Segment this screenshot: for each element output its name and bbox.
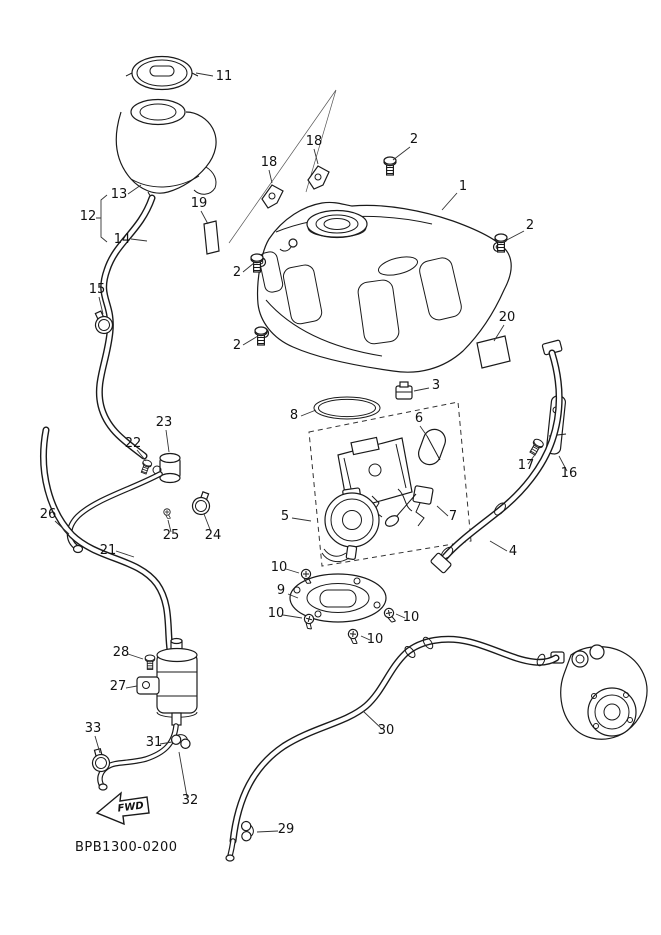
callout: 1 <box>459 179 467 194</box>
callout: 9 <box>277 583 285 598</box>
callout: 10 <box>271 560 288 575</box>
callout: 13 <box>111 187 128 202</box>
callout: 22 <box>125 436 142 451</box>
hose-clamp-24 <box>189 489 215 518</box>
callout: 10 <box>403 610 420 625</box>
filter-bracket <box>136 676 160 695</box>
callout: 23 <box>156 415 173 430</box>
callout: 19 <box>191 196 208 211</box>
fuel-hose-right <box>430 339 563 574</box>
fuel-filler-cap <box>125 55 199 91</box>
callout: 20 <box>499 310 516 325</box>
callout: 31 <box>146 735 163 750</box>
callout: 12 <box>80 209 97 224</box>
callout: 11 <box>216 69 233 84</box>
breather-hose-upper <box>95 194 156 460</box>
callout: 5 <box>281 509 289 524</box>
callout: 3 <box>432 378 440 393</box>
joint-bolt <box>138 458 153 476</box>
fuel-tank <box>255 201 512 373</box>
pump-mount-plate <box>289 573 387 623</box>
callout: 14 <box>114 232 131 247</box>
callout: 2 <box>526 218 534 233</box>
callout: 4 <box>509 544 517 559</box>
callout: 2 <box>410 132 418 147</box>
callout: 33 <box>85 721 102 736</box>
filler-neck-housing <box>115 98 217 201</box>
caution-label <box>476 335 511 369</box>
spacer-plate <box>203 220 220 255</box>
callout-labels: 11 13 12 14 19 18 18 2 1 2 2 2 15 20 3 8… <box>40 69 578 837</box>
callout: 30 <box>378 723 395 738</box>
callout: 32 <box>182 793 199 808</box>
plate-screw <box>346 628 359 645</box>
callout: 17 <box>518 458 535 473</box>
callout: 8 <box>290 408 298 423</box>
vent-hoses <box>40 426 174 654</box>
callout: 16 <box>561 466 578 481</box>
callout: 15 <box>89 282 106 297</box>
callout: 10 <box>268 606 285 621</box>
callout: 7 <box>449 509 457 524</box>
fwd-arrow-label: FWD <box>117 800 144 814</box>
callout: 6 <box>415 411 423 426</box>
fuel-pump-assembly <box>308 401 472 567</box>
callout: 2 <box>233 265 241 280</box>
callout: 21 <box>100 543 117 558</box>
callout: 29 <box>278 822 295 837</box>
callout: 10 <box>367 632 384 647</box>
fwd-arrow: FWD <box>95 791 150 826</box>
diagram-code: BPB1300-0200 <box>75 840 178 855</box>
callout: 25 <box>163 528 180 543</box>
callout: 26 <box>40 507 57 522</box>
callout: 2 <box>233 338 241 353</box>
engine-stub <box>550 644 648 740</box>
plate-screw <box>383 607 397 624</box>
tank-bracket-right <box>307 165 330 190</box>
callout: 18 <box>306 134 323 149</box>
tank-bracket-left <box>261 184 284 209</box>
hose-clip-29 <box>238 819 256 843</box>
pump-oring <box>313 396 381 420</box>
mount-bolt <box>383 156 397 176</box>
clamp-screw <box>163 508 171 520</box>
fuel-hose-long <box>225 635 560 862</box>
leader-lines <box>54 72 568 833</box>
canister-filter <box>97 637 198 791</box>
callout: 24 <box>205 528 222 543</box>
callout: 28 <box>113 645 130 660</box>
callout: 27 <box>110 679 127 694</box>
callout: 18 <box>261 155 278 170</box>
clip-3 <box>395 381 413 400</box>
bracket-bolt-28 <box>144 654 156 670</box>
